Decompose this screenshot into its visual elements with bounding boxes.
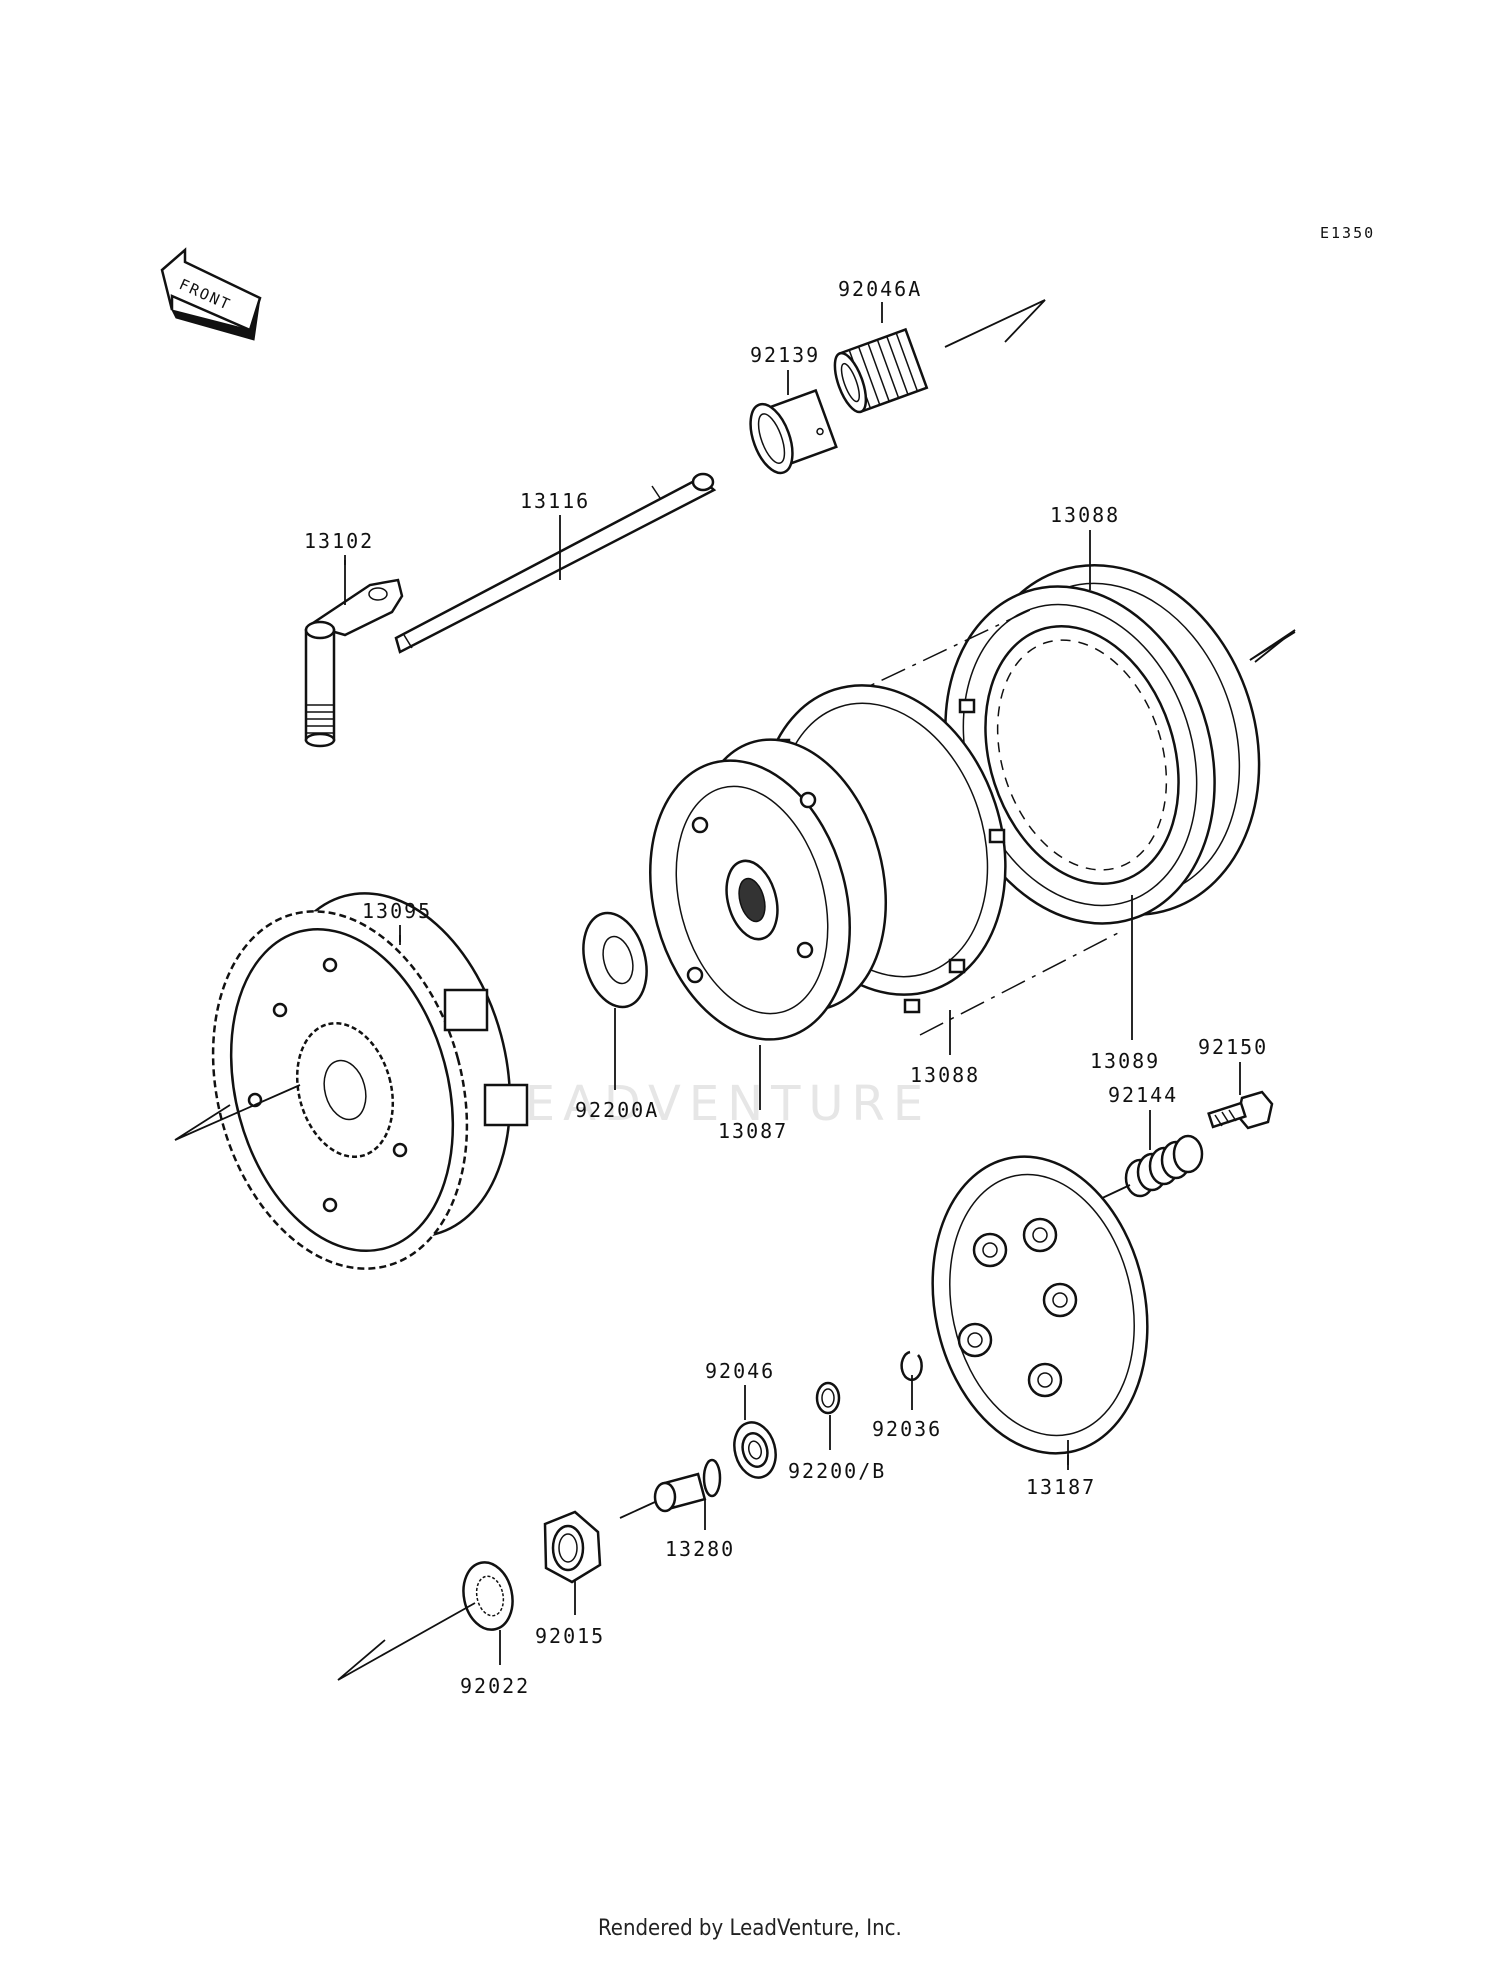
label-13088-top: 13088 <box>1050 503 1120 527</box>
watermark: LEADVENTURE <box>490 1076 931 1132</box>
label-92015: 92015 <box>535 1624 605 1648</box>
label-92144: 92144 <box>1108 1083 1178 1107</box>
label-92150: 92150 <box>1198 1035 1268 1059</box>
needle-bearing-92046A <box>833 327 929 414</box>
label-92022: 92022 <box>460 1674 530 1698</box>
clutch-housing-13095 <box>211 892 529 1270</box>
label-13102: 13102 <box>304 529 374 553</box>
label-92046: 92046 <box>705 1359 775 1383</box>
label-13187: 13187 <box>1026 1475 1096 1499</box>
clutch-hub-13087 <box>649 738 888 1041</box>
spring-92144 <box>1124 1134 1204 1198</box>
label-92036: 92036 <box>872 1417 942 1441</box>
label-92200A: 92200A <box>575 1098 659 1122</box>
pusher-13280 <box>653 1458 722 1513</box>
label-92200B: 92200/B <box>788 1459 886 1483</box>
bolt-92150 <box>1207 1090 1274 1130</box>
label-92046A: 92046A <box>838 277 922 301</box>
circlip-92036 <box>900 1350 923 1382</box>
steel-plate-13089 <box>944 585 1216 925</box>
label-13087: 13087 <box>718 1119 788 1143</box>
label-13089: 13089 <box>1090 1049 1160 1073</box>
collar-92139 <box>749 388 838 475</box>
release-lever-13102 <box>304 578 404 748</box>
label-13095: 13095 <box>362 899 432 923</box>
front-arrow-icon: FRONT <box>160 247 262 341</box>
label-13116: 13116 <box>520 489 590 513</box>
bearing-92046 <box>733 1421 777 1479</box>
label-92139: 92139 <box>750 343 820 367</box>
label-13280: 13280 <box>665 1537 735 1561</box>
footer-credit: Rendered by LeadVenture, Inc. <box>598 1916 902 1941</box>
pressure-plate-13187 <box>931 1155 1149 1455</box>
washer-92200B <box>815 1381 841 1415</box>
washer-92200A <box>582 911 648 1009</box>
label-13088-bottom: 13088 <box>910 1063 980 1087</box>
nut-92015 <box>543 1510 602 1584</box>
push-rod-13116 <box>394 472 717 654</box>
diagram-code: E1350 <box>1320 224 1375 242</box>
lock-washer-92022 <box>462 1561 514 1631</box>
